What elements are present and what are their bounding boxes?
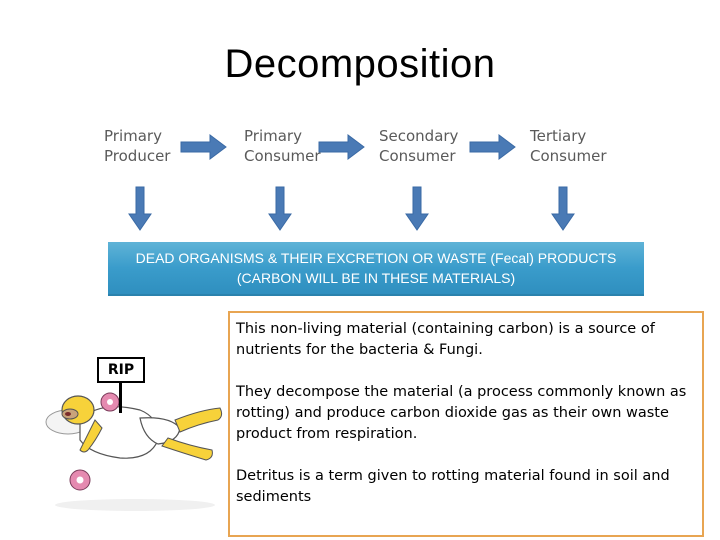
right-arrow-icon [318, 134, 365, 160]
info-paragraph-detritus: Detritus is a term given to rotting mate… [236, 468, 670, 505]
level-line2: Producer [104, 147, 171, 165]
page-title: Decomposition [224, 42, 496, 86]
level-line1: Secondary [379, 127, 459, 145]
dead-box-line2: (CARBON WILL BE IN THESE MATERIALS) [236, 270, 516, 286]
level-secondary-consumer: Secondary Consumer [379, 126, 458, 166]
dead-organisms-box: DEAD ORGANISMS & THEIR EXCRETION OR WAST… [108, 242, 644, 296]
dead-box-line1: DEAD ORGANISMS & THEIR EXCRETION OR WAST… [135, 250, 617, 266]
down-arrow-icon [405, 186, 429, 231]
info-paragraph-decompose: They decompose the material (a process c… [236, 384, 687, 442]
down-arrow-icon [268, 186, 292, 231]
level-line1: Primary [244, 127, 302, 145]
level-line2: Consumer [530, 147, 607, 165]
down-arrow-icon [128, 186, 152, 231]
info-text-box: This non-living material (containing car… [228, 311, 704, 537]
info-paragraph-nutrients: This non-living material (containing car… [236, 321, 655, 358]
level-line2: Consumer [244, 147, 321, 165]
level-line1: Primary [104, 127, 162, 145]
level-tertiary-consumer: Tertiary Consumer [530, 126, 607, 166]
level-line2: Consumer [379, 147, 456, 165]
level-primary-consumer: Primary Consumer [244, 126, 321, 166]
level-line1: Tertiary [530, 127, 587, 145]
right-arrow-icon [469, 134, 516, 160]
rip-sign-post [119, 383, 122, 413]
down-arrow-icon [551, 186, 575, 231]
right-arrow-icon [180, 134, 227, 160]
level-primary-producer: Primary Producer [104, 126, 170, 166]
sleeping-homer-illustration [45, 392, 223, 511]
rip-sign: RIP [97, 357, 145, 383]
